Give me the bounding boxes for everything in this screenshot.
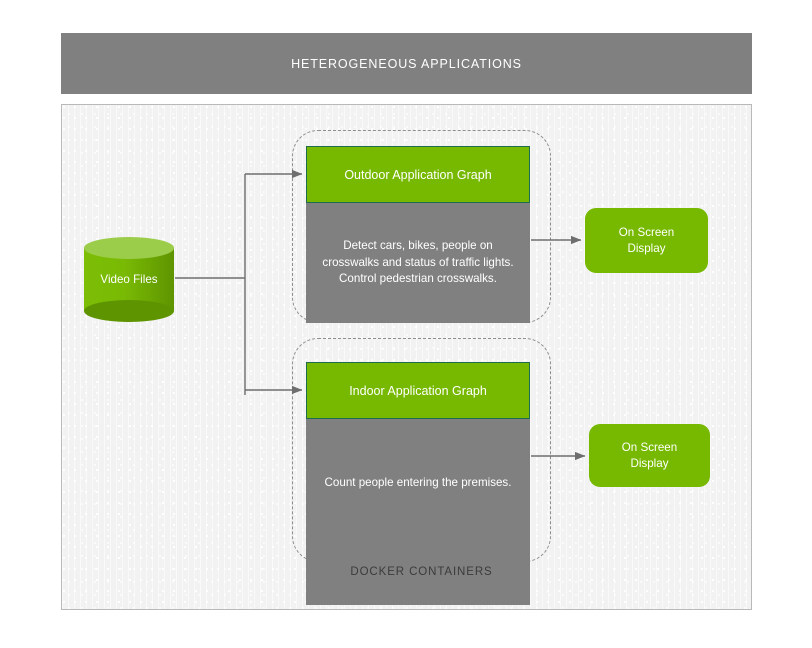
osd-outdoor-line-1: On Screen xyxy=(618,225,675,239)
outdoor-desc-line-1: Detect cars, bikes, people on xyxy=(343,239,493,253)
indoor-desc-line-1: Count people entering the premises. xyxy=(324,476,512,489)
video-files-node[interactable]: Video Files xyxy=(84,237,174,322)
indoor-application-graph-header: Indoor Application Graph xyxy=(306,362,530,419)
outdoor-desc-line-3: Control pedestrian crosswalks. xyxy=(339,272,497,286)
cylinder-top-icon xyxy=(84,237,174,259)
on-screen-display-indoor[interactable]: On Screen Display xyxy=(589,424,710,487)
on-screen-display-outdoor[interactable]: On Screen Display xyxy=(585,208,708,273)
video-files-label: Video Files xyxy=(100,273,158,286)
docker-containers-caption: DOCKER CONTAINERS xyxy=(350,566,493,578)
outdoor-application-graph-header: Outdoor Application Graph xyxy=(306,146,530,203)
osd-outdoor-line-2: Display xyxy=(627,241,666,255)
indoor-application-card[interactable]: Indoor Application Graph Count people en… xyxy=(306,362,530,605)
header-title: HETEROGENEOUS APPLICATIONS xyxy=(291,56,522,71)
header-bar: HETEROGENEOUS APPLICATIONS xyxy=(61,33,752,94)
cylinder-bottom-icon xyxy=(84,300,174,322)
outdoor-application-description: Detect cars, bikes, people on crosswalks… xyxy=(306,203,530,323)
indoor-application-description: Count people entering the premises. xyxy=(306,419,530,605)
outdoor-application-card[interactable]: Outdoor Application Graph Detect cars, b… xyxy=(306,146,530,323)
outdoor-desc-line-2: crosswalks and status of traffic lights. xyxy=(322,255,514,269)
osd-indoor-line-2: Display xyxy=(630,456,669,470)
osd-indoor-line-1: On Screen xyxy=(621,440,678,454)
